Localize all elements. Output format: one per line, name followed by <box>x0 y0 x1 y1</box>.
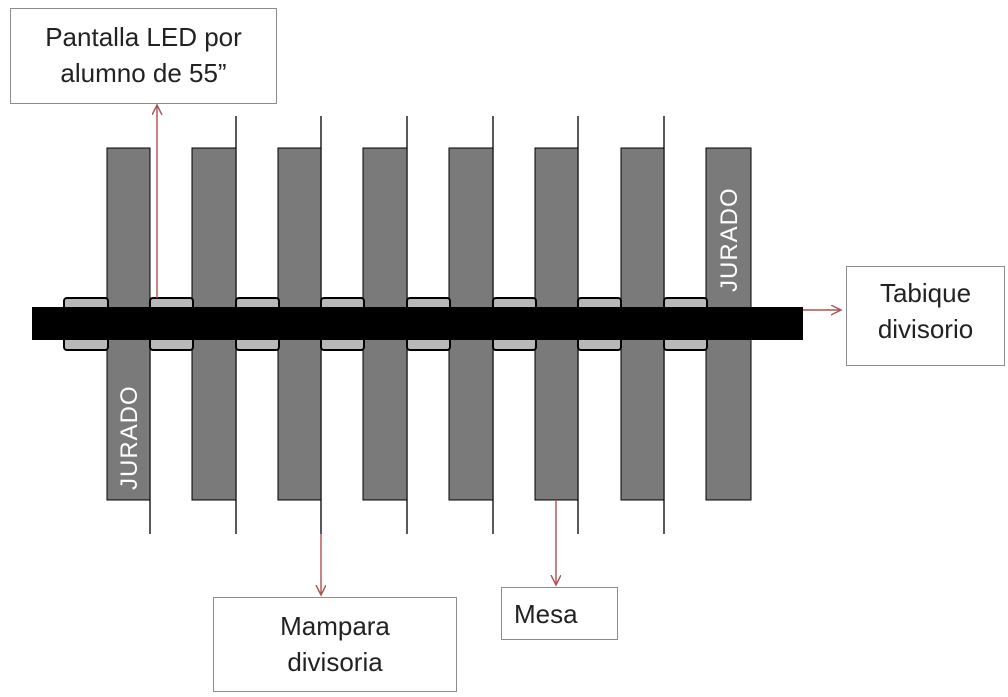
partition-wall-callout-line2: divisorio <box>877 314 974 344</box>
led-screen-callout-line1: Pantalla LED por <box>45 22 242 52</box>
table-callout-line1: Mesa <box>514 599 578 629</box>
jury-label-right: JURADO <box>716 187 743 292</box>
table-callout: Mesa <box>501 587 618 640</box>
callout-arrows <box>157 106 840 594</box>
led-screen-callout-line2: alumno de 55” <box>60 58 227 88</box>
jury-label-left: JURADO <box>116 385 143 490</box>
partition-wall-callout: Tabique divisorio <box>846 266 1005 366</box>
divider-screen-callout: Mampara divisoria <box>213 597 457 692</box>
divider-screen-callout-line1: Mampara <box>280 611 390 641</box>
led-screen-callout: Pantalla LED por alumno de 55” <box>10 8 277 104</box>
divider-screen-callout-line2: divisoria <box>287 647 383 677</box>
partition-wall-callout-line1: Tabique <box>879 278 972 308</box>
partition-wall <box>32 307 803 340</box>
